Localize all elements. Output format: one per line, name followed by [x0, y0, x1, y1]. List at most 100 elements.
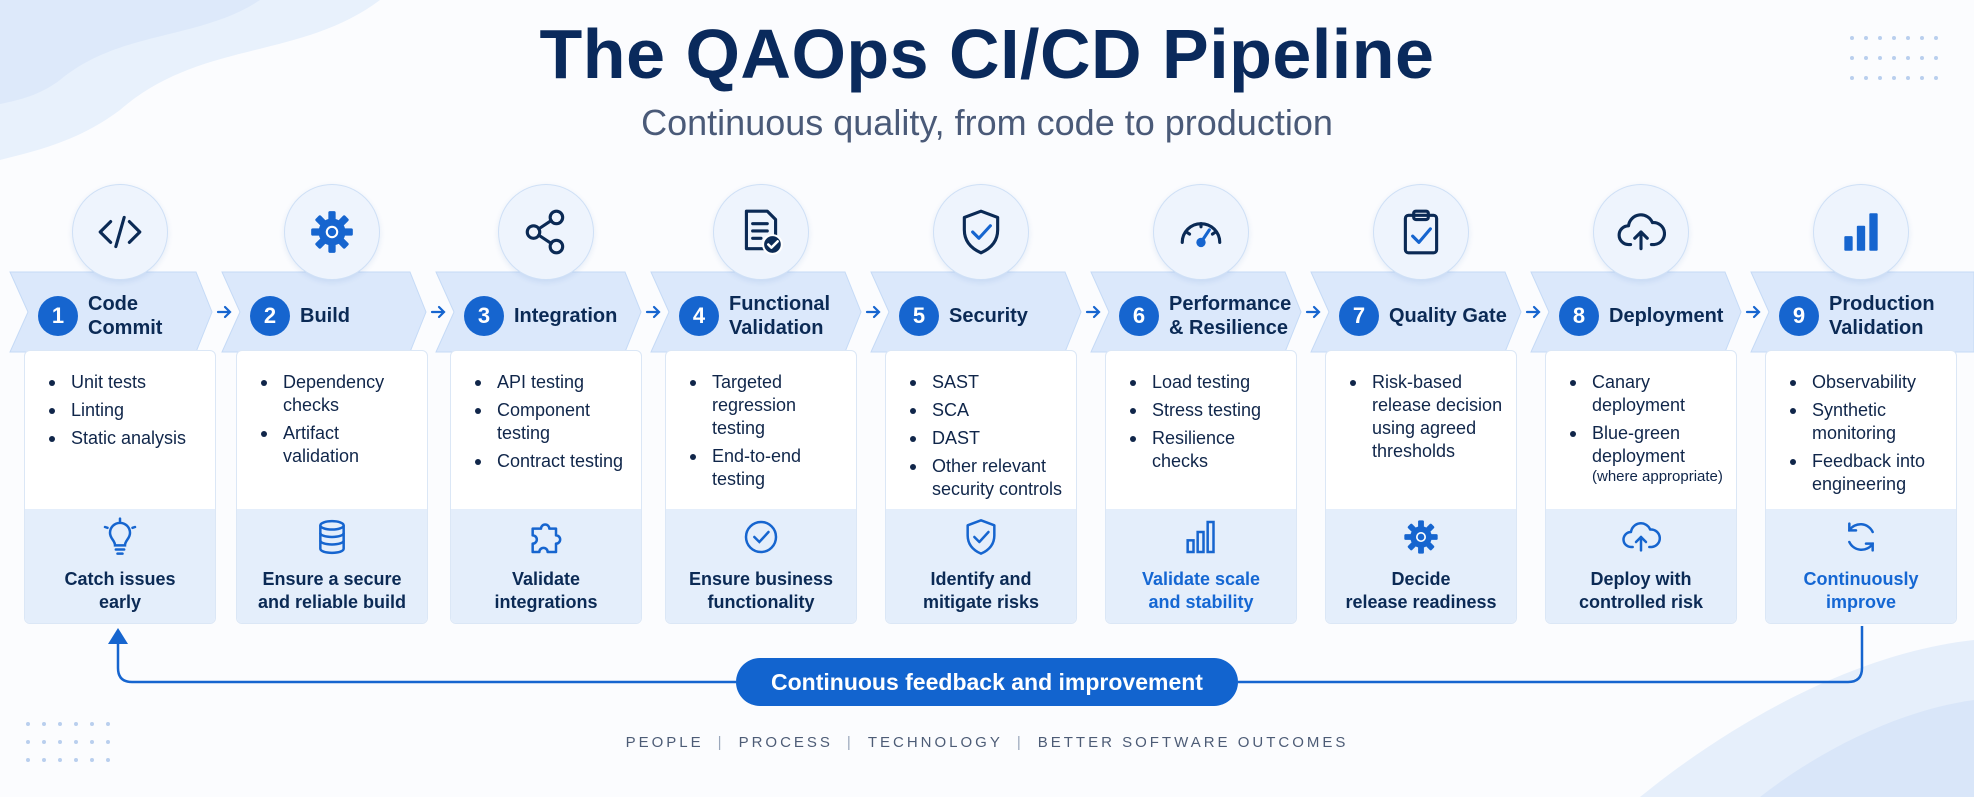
- activity-item: Linting: [47, 399, 207, 422]
- footer-item: PROCESS: [738, 734, 833, 751]
- stage-activities: Risk-based release decision using agreed…: [1348, 371, 1508, 468]
- stage-outcome-panel: Ensure business functionality: [666, 509, 856, 623]
- footer-item: PEOPLE: [625, 734, 704, 751]
- stage-outcome: Deploy with controlled risk: [1578, 569, 1704, 612]
- flow-arrow: [865, 305, 881, 319]
- stage-title: Build: [300, 305, 350, 327]
- stage-number: 4: [679, 296, 719, 336]
- activity-item: Resilience checks: [1128, 427, 1288, 473]
- footer-item: TECHNOLOGY: [867, 734, 1003, 751]
- flow-arrow: [430, 305, 446, 319]
- stage-number: 5: [899, 296, 939, 336]
- activity-item: Static analysis: [47, 427, 207, 450]
- stage-icon-badge: [284, 184, 380, 280]
- stage-card: Risk-based release decision using agreed…: [1325, 350, 1517, 624]
- stage-title: Security: [949, 305, 1028, 327]
- feedback-pill: Continuous feedback and improvement: [736, 658, 1238, 706]
- stage-number: 3: [464, 296, 504, 336]
- stage-icon-badge: [1813, 184, 1909, 280]
- stage-outcome-panel: Deploy with controlled risk: [1546, 509, 1736, 623]
- stage-outcome-panel: Catch issues early: [25, 509, 215, 623]
- speedometer-icon: [1176, 207, 1226, 257]
- stage-outcome-panel: Identify and mitigate risks: [886, 509, 1076, 623]
- activity-item: Synthetic monitoring: [1788, 399, 1948, 445]
- stage-outcome: Decide release readiness: [1345, 569, 1497, 612]
- stage-icon-badge: [1593, 184, 1689, 280]
- stage-card: SAST SCA DAST Other relevant security contr…: [885, 350, 1077, 624]
- stage-outcome: Validate integrations: [494, 569, 598, 612]
- stage-number: 6: [1119, 296, 1159, 336]
- activity-item: Component testing: [473, 399, 633, 445]
- activity-item: Observability: [1788, 371, 1948, 394]
- activity-item: Dependency checks: [259, 371, 419, 417]
- page-subtitle: Continuous quality, from code to product…: [641, 102, 1333, 143]
- stage-icon-badge: [933, 184, 1029, 280]
- activity-item: Canary deployment: [1568, 371, 1728, 417]
- clipboard-check-icon: [1396, 207, 1446, 257]
- flow-arrow: [1085, 305, 1101, 319]
- activity-note: (where appropriate): [1592, 468, 1723, 485]
- stage-icon-badge: [72, 184, 168, 280]
- stage-outcome-panel: Ensure a secure and reliable build: [237, 509, 427, 623]
- activity-item: Load testing: [1128, 371, 1288, 394]
- stage-title: Functional Validation: [729, 293, 831, 339]
- stage-number: 8: [1559, 296, 1599, 336]
- stage-outcome-panel: Decide release readiness: [1326, 509, 1516, 623]
- stage-number: 7: [1339, 296, 1379, 336]
- bar-chart-icon: [1181, 509, 1221, 562]
- activity-item: API testing: [473, 371, 633, 394]
- stage-title: Production Validation: [1829, 293, 1935, 339]
- stage-outcome: Continuously improve: [1803, 569, 1919, 612]
- stage-title: Code Commit: [88, 293, 163, 339]
- refresh-icon: [1841, 509, 1881, 562]
- activity-item: DAST: [908, 427, 1068, 450]
- activity-item: Feedback into engineering: [1788, 450, 1948, 496]
- stage-outcome-panel: Continuously improve: [1766, 509, 1956, 623]
- stage-icon-badge: [1373, 184, 1469, 280]
- activity-item: Risk-based release decision using agreed…: [1348, 371, 1508, 463]
- code-icon: [95, 207, 145, 257]
- stage-title: Integration: [514, 305, 618, 327]
- stage-outcome-panel: Validate scale and stability: [1106, 509, 1296, 623]
- stage-outcome: Identify and mitigate risks: [922, 569, 1040, 612]
- activity-item: Blue-green deployment: [1568, 422, 1728, 468]
- stage-number: 9: [1779, 296, 1819, 336]
- stage-icon-badge: [498, 184, 594, 280]
- flow-arrow: [645, 305, 661, 319]
- puzzle-icon: [526, 509, 566, 562]
- page-title: The QAOps CI/CD Pipeline: [539, 15, 1435, 93]
- document-check-icon: [736, 207, 786, 257]
- flow-arrow: [1525, 305, 1541, 319]
- flow-arrow: [1305, 305, 1321, 319]
- stage-outcome-panel: Validate integrations: [451, 509, 641, 623]
- activity-item: Contract testing: [473, 450, 633, 473]
- activity-item: Other relevant security controls: [908, 455, 1068, 501]
- stage-outcome: Catch issues early: [64, 569, 176, 612]
- flow-arrow: [216, 305, 232, 319]
- stage-outcome: Ensure business functionality: [688, 569, 834, 612]
- stage-outcome: Ensure a secure and reliable build: [257, 569, 407, 612]
- cloud-upload-icon: [1621, 509, 1661, 562]
- gear-icon: [307, 207, 357, 257]
- database-icon: [312, 509, 352, 562]
- footer-item: BETTER SOFTWARE OUTCOMES: [1037, 734, 1349, 751]
- activity-item: SCA: [908, 399, 1068, 422]
- activity-item: SAST: [908, 371, 1068, 394]
- stage-icon-badge: [713, 184, 809, 280]
- shield-icon: [961, 509, 1001, 562]
- activity-item: Targeted regression testing: [688, 371, 848, 440]
- stage-title: Deployment: [1609, 305, 1724, 327]
